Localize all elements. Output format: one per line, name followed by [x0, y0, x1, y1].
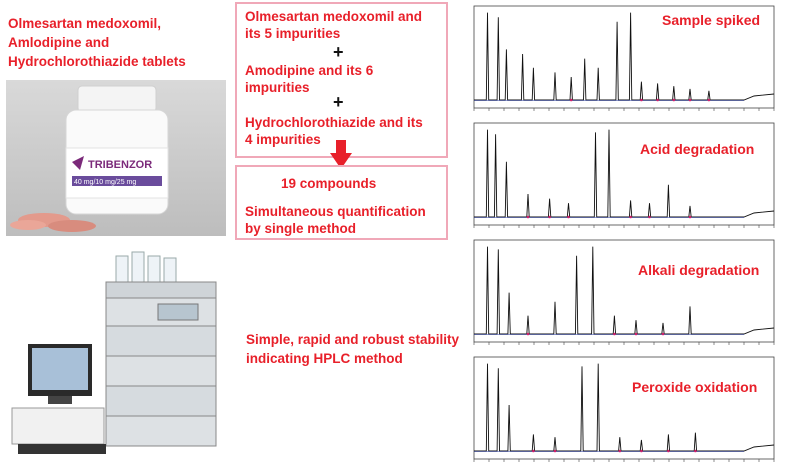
peak-marker: [707, 98, 711, 102]
olmesartan-text: Olmesartan medoxomil and its 5 impuritie…: [245, 8, 422, 42]
chromatogram-trace: [474, 129, 775, 218]
chromatogram-trace: [474, 363, 775, 452]
method-line-2: indicating HPLC method: [246, 351, 403, 366]
quantification-text: Simultaneous quantification by single me…: [245, 203, 426, 237]
peak-marker: [694, 449, 697, 453]
chromatogram-label: Peroxide oxidation: [632, 379, 758, 395]
peak-marker: [526, 332, 530, 336]
quantification-line-1: Simultaneous quantification: [245, 204, 426, 219]
olmesartan-line-1: Olmesartan medoxomil and: [245, 9, 423, 24]
olmesartan-line-2: its 5 impurities: [245, 26, 341, 41]
tablet-bottle-image: TRIBENZOR 40 mg/10 mg/25 mg: [6, 80, 226, 236]
chromatogram-label: Alkali degradation: [638, 262, 760, 278]
hctz-line-2: 4 impurities: [245, 132, 321, 147]
chromatogram-sample-spiked: Sample spiked: [462, 2, 782, 114]
chromatogram-trace: [474, 246, 775, 335]
peak-marker: [688, 98, 692, 102]
plus-sign-1: +: [333, 42, 344, 62]
compounds-box: Olmesartan medoxomil and its 5 impuritie…: [235, 2, 448, 158]
peak-marker: [656, 98, 659, 102]
chromatogram-acid-degradation: Acid degradation: [462, 119, 782, 231]
bottle-brand-text: TRIBENZOR: [88, 159, 152, 171]
chromatogram-label: Sample spiked: [662, 12, 761, 28]
product-line-3: Hydrochlorothiazide tablets: [8, 54, 186, 69]
quantification-line-2: by single method: [245, 221, 357, 236]
method-line-1: Simple, rapid and robust stability: [246, 332, 460, 347]
peak-marker: [526, 215, 530, 219]
product-title: Olmesartan medoxomil, Amlodipine and Hyd…: [8, 14, 238, 71]
chromatogram-trace: [474, 12, 775, 101]
amlodipine-text: Amodipine and its 6 impurities: [245, 62, 373, 96]
chromatogram-peroxide-oxidation: Peroxide oxidation: [462, 353, 782, 465]
down-arrow-icon: [330, 140, 352, 169]
amlodipine-line-1: Amodipine and its 6: [245, 63, 374, 78]
hctz-line-1: Hydrochlorothiazide and its: [245, 115, 423, 130]
compound-count: 19 compounds: [281, 176, 377, 191]
amlodipine-line-2: impurities: [245, 80, 310, 95]
peak-marker: [688, 215, 692, 219]
chromatogram-frame: [473, 356, 775, 460]
product-line-2: Amlodipine and: [8, 35, 110, 50]
peak-marker: [567, 215, 570, 219]
peak-marker: [613, 332, 616, 336]
peak-marker: [661, 332, 665, 336]
peak-marker: [629, 215, 632, 219]
bottle-strength-text: 40 mg/10 mg/25 mg: [74, 179, 136, 186]
plus-sign-2: +: [333, 92, 344, 112]
result-box: 19 compounds Simultaneous quantification…: [235, 165, 448, 240]
peak-marker: [672, 98, 676, 102]
method-description: Simple, rapid and robust stability indic…: [246, 330, 476, 368]
peak-marker: [532, 449, 535, 453]
peak-marker: [648, 215, 651, 219]
peak-marker: [618, 449, 622, 453]
peak-marker: [548, 215, 551, 219]
product-line-1: Olmesartan medoxomil,: [8, 16, 162, 31]
peak-marker: [634, 332, 638, 336]
hplc-instrument-image: [8, 248, 238, 468]
peak-marker: [553, 449, 557, 453]
chromatogram-frame: [473, 239, 775, 343]
peak-marker: [640, 449, 643, 453]
chromatogram-alkali-degradation: Alkali degradation: [462, 236, 782, 348]
peak-marker: [667, 449, 670, 453]
chromatogram-label: Acid degradation: [640, 141, 755, 157]
chromatogram-frame: [473, 122, 775, 226]
hctz-text: Hydrochlorothiazide and its 4 impurities: [245, 114, 423, 148]
peak-marker: [640, 98, 643, 102]
peak-marker: [569, 98, 573, 102]
